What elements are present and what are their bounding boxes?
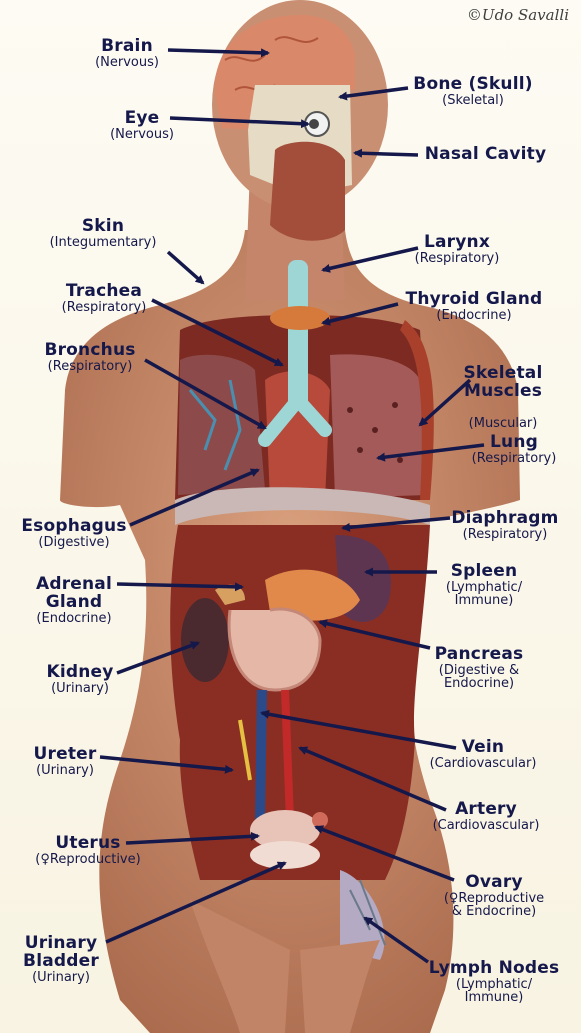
label-thyroid-name: Thyroid Gland bbox=[398, 291, 550, 309]
label-ureter: Ureter (Urinary) bbox=[26, 746, 104, 777]
label-kidney-system: (Urinary) bbox=[40, 682, 120, 696]
label-bladder: Urinary Bladder (Urinary) bbox=[14, 935, 108, 984]
label-uterus: Uterus (♀Reproductive) bbox=[14, 835, 162, 866]
label-bronchus-system: (Respiratory) bbox=[34, 360, 146, 374]
thyroid-organ bbox=[270, 306, 330, 330]
label-lung-name: Lung bbox=[460, 434, 568, 452]
label-lymph-name: Lymph Nodes bbox=[420, 960, 568, 978]
label-pancreas-system: (Digestive & Endocrine) bbox=[424, 664, 534, 691]
label-nasal: Nasal Cavity bbox=[418, 146, 553, 164]
label-larynx-system: (Respiratory) bbox=[402, 252, 512, 266]
label-bladder-system: (Urinary) bbox=[14, 971, 108, 985]
vein-vessel bbox=[260, 690, 262, 820]
label-brain-system: (Nervous) bbox=[85, 56, 169, 70]
label-adrenal-name: Adrenal Gland bbox=[28, 576, 120, 612]
label-skin: Skin (Integumentary) bbox=[38, 218, 168, 249]
label-lymph-system: (Lymphatic/ Immune) bbox=[420, 978, 568, 1005]
label-lymph: Lymph Nodes (Lymphatic/ Immune) bbox=[420, 960, 568, 1005]
label-spleen-name: Spleen bbox=[432, 563, 536, 581]
lung-right-view bbox=[330, 354, 428, 498]
label-vein-name: Vein bbox=[410, 739, 556, 757]
label-skeletal-system: (Muscular) bbox=[458, 417, 548, 431]
label-ovary-system: (♀Reproductive & Endocrine) bbox=[424, 892, 564, 919]
label-esophagus: Esophagus (Digestive) bbox=[18, 518, 130, 549]
label-artery-system: (Cardiovascular) bbox=[416, 819, 556, 833]
label-bone-name: Bone (Skull) bbox=[408, 76, 538, 94]
label-skeletal-name: Skeletal Muscles bbox=[458, 365, 548, 401]
label-ovary: Ovary (♀Reproductive & Endocrine) bbox=[424, 874, 564, 919]
label-adrenal-system: (Endocrine) bbox=[28, 612, 120, 626]
label-thyroid-system: (Endocrine) bbox=[398, 309, 550, 323]
label-artery-name: Artery bbox=[416, 801, 556, 819]
label-spleen: Spleen (Lymphatic/ Immune) bbox=[432, 563, 536, 608]
label-artery: Artery (Cardiovascular) bbox=[416, 801, 556, 832]
label-trachea: Trachea (Respiratory) bbox=[48, 283, 160, 314]
label-vein-system: (Cardiovascular) bbox=[410, 757, 556, 771]
label-diaphragm-system: (Respiratory) bbox=[446, 528, 564, 542]
label-adrenal: Adrenal Gland (Endocrine) bbox=[28, 576, 120, 625]
label-bone: Bone (Skull) (Skeletal) bbox=[408, 76, 538, 107]
label-bone-system: (Skeletal) bbox=[408, 94, 538, 108]
label-spleen-system: (Lymphatic/ Immune) bbox=[432, 581, 536, 608]
label-diaphragm-name: Diaphragm bbox=[446, 510, 564, 528]
label-uterus-system: (♀Reproductive) bbox=[14, 853, 162, 867]
label-larynx-name: Larynx bbox=[402, 234, 512, 252]
label-kidney-name: Kidney bbox=[40, 664, 120, 682]
trachea-organ bbox=[288, 260, 308, 410]
label-ureter-name: Ureter bbox=[26, 746, 104, 764]
label-diaphragm: Diaphragm (Respiratory) bbox=[446, 510, 564, 541]
label-bronchus-name: Bronchus bbox=[34, 342, 146, 360]
label-lung: Lung (Respiratory) bbox=[460, 434, 568, 465]
label-bronchus: Bronchus (Respiratory) bbox=[34, 342, 146, 373]
label-vein: Vein (Cardiovascular) bbox=[410, 739, 556, 770]
label-skin-system: (Integumentary) bbox=[38, 236, 168, 250]
label-larynx: Larynx (Respiratory) bbox=[402, 234, 512, 265]
label-thyroid: Thyroid Gland (Endocrine) bbox=[398, 291, 550, 322]
label-ovary-name: Ovary bbox=[424, 874, 564, 892]
label-esophagus-name: Esophagus bbox=[18, 518, 130, 536]
label-nasal-name: Nasal Cavity bbox=[418, 146, 553, 164]
artery-vessel bbox=[285, 690, 290, 820]
label-brain-name: Brain bbox=[85, 38, 169, 56]
label-skin-name: Skin bbox=[38, 218, 168, 236]
label-esophagus-system: (Digestive) bbox=[18, 536, 130, 550]
label-eye-system: (Nervous) bbox=[102, 128, 182, 142]
label-ureter-system: (Urinary) bbox=[26, 764, 104, 778]
label-trachea-system: (Respiratory) bbox=[48, 301, 160, 315]
label-brain: Brain (Nervous) bbox=[85, 38, 169, 69]
kidney-organ bbox=[181, 598, 229, 682]
label-eye: Eye (Nervous) bbox=[102, 110, 182, 141]
label-trachea-name: Trachea bbox=[48, 283, 160, 301]
label-eye-name: Eye bbox=[102, 110, 182, 128]
label-bladder-name: Urinary Bladder bbox=[14, 935, 108, 971]
label-uterus-name: Uterus bbox=[14, 835, 162, 853]
label-pancreas: Pancreas (Digestive & Endocrine) bbox=[424, 646, 534, 691]
ovary-organ bbox=[312, 812, 328, 828]
label-pancreas-name: Pancreas bbox=[424, 646, 534, 664]
label-lung-system: (Respiratory) bbox=[460, 452, 568, 466]
label-kidney: Kidney (Urinary) bbox=[40, 664, 120, 695]
